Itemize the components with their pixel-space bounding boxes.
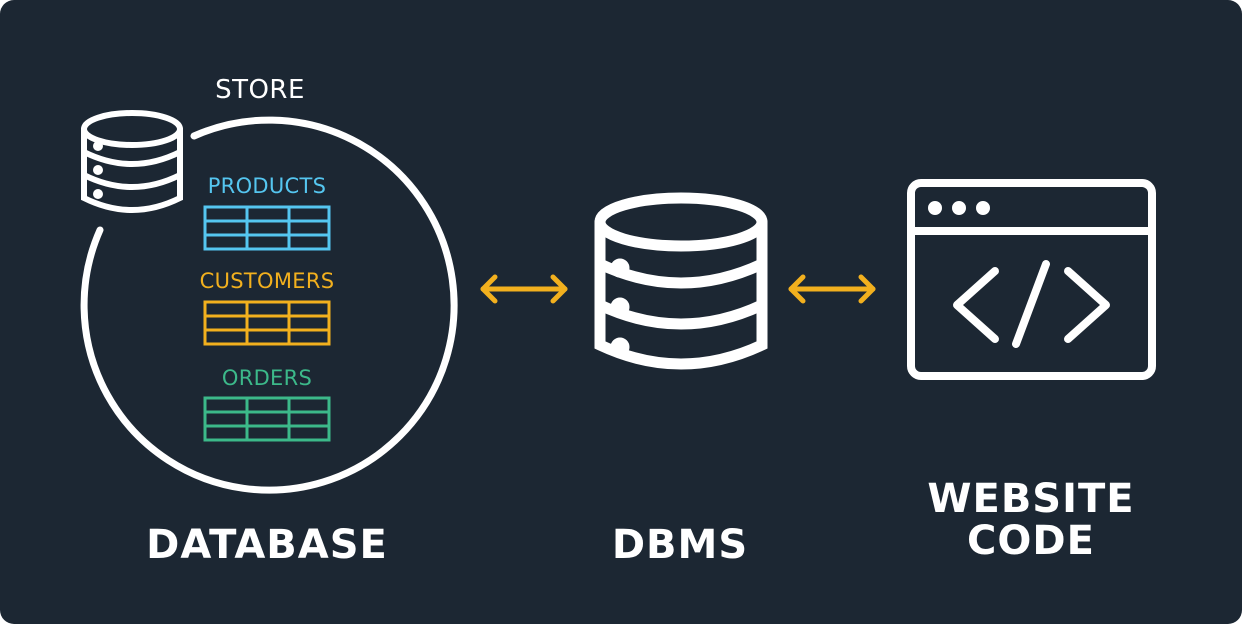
orders-label: ORDERS <box>221 366 313 390</box>
bidirectional-arrow-icon <box>788 274 876 304</box>
bidirectional-arrow-icon <box>480 274 568 304</box>
dbms-database-icon <box>594 192 768 370</box>
website-title-line1: WEBSITE <box>927 476 1135 522</box>
customers-label: CUSTOMERS <box>199 269 335 293</box>
store-database-icon <box>81 110 183 213</box>
products-label: PRODUCTS <box>207 174 327 198</box>
products-table-icon <box>203 205 331 251</box>
store-label: STORE <box>215 75 305 105</box>
orders-table-icon <box>203 396 331 442</box>
database-title: DATABASE <box>146 522 388 568</box>
customers-table-icon <box>203 300 331 346</box>
dbms-title: DBMS <box>611 522 749 568</box>
code-window-icon <box>907 179 1156 380</box>
store-circle-arc <box>80 116 458 494</box>
website-title-line2: CODE <box>967 518 1095 564</box>
